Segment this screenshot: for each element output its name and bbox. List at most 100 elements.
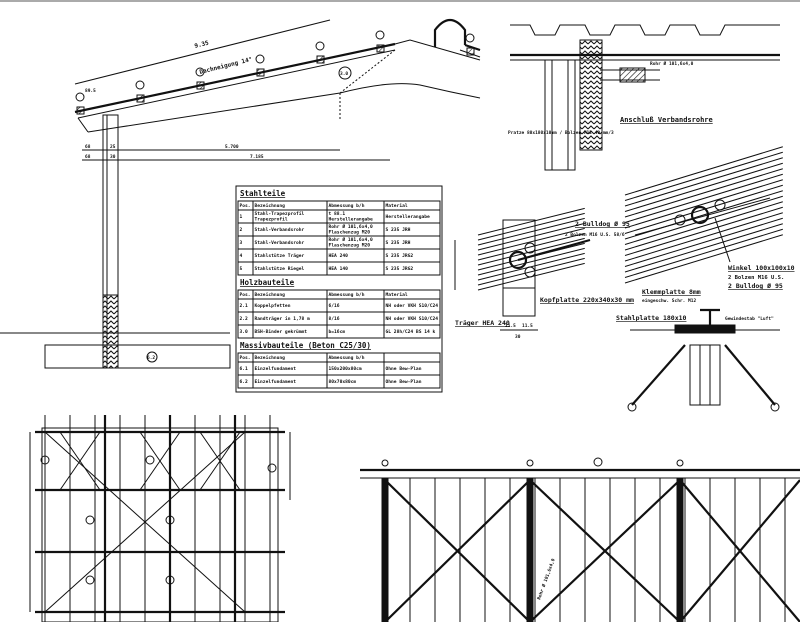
sheeting-line	[624, 201, 783, 251]
dim-b: 7.185	[250, 154, 264, 160]
table-cell: S 235 JRG2	[386, 253, 414, 259]
brace-left	[631, 344, 686, 406]
table-cell: 8/16	[329, 316, 340, 322]
table-cell: HEA 240	[329, 253, 349, 259]
sheeting-line	[624, 179, 783, 229]
plan-outline	[41, 427, 279, 622]
roof-line	[74, 42, 396, 114]
bolts-label-2: 2 Bolzen M16 U.S.	[728, 275, 784, 281]
dim-c2: 25	[110, 144, 116, 150]
bracing-rod	[384, 479, 531, 622]
pos-marker	[85, 515, 95, 525]
table-cell: Stahlstütze Riegel	[255, 266, 305, 272]
purlin-marker	[256, 68, 265, 77]
pos-marker	[165, 515, 175, 525]
main-post	[381, 477, 389, 622]
sheeting-line	[477, 257, 585, 286]
table-cell-line: Rohr Ø 101,6x4,0	[329, 223, 373, 230]
table-cell: Stahl-Verbandsrohr	[255, 227, 305, 233]
pos-foundation: 6.2	[147, 355, 155, 361]
pos-marker	[465, 33, 475, 43]
bulldog-label-1: 2 Bulldog Ø 95	[575, 220, 630, 228]
table-cell: S 235 JRH	[386, 240, 411, 246]
table-cell: Abmessung b/h	[329, 292, 365, 298]
sheeting-line	[477, 217, 585, 246]
table-cell: 4	[240, 253, 243, 259]
purlin-marker	[466, 47, 475, 56]
bolts-label-1: 2 Bolzen M16 U.S. 58/6	[565, 232, 625, 238]
table-section-title: Holzbauteile	[240, 278, 295, 287]
purlin-marker	[76, 106, 85, 115]
foundation	[44, 344, 231, 369]
sheeting-line	[477, 237, 585, 266]
table-cell: 150x200x80cm	[329, 366, 362, 372]
table-cell: Einzelfundament	[255, 366, 297, 372]
sheeting-line	[624, 184, 783, 234]
clamp-plate-label: Klemmplatte 8mm	[642, 288, 701, 296]
sheeting-line	[624, 173, 783, 223]
table-cell: Pos.	[240, 355, 251, 361]
table-cell: 1	[240, 214, 243, 220]
table-cell-line: t 88.1	[329, 211, 346, 217]
table-cell: NH oder VKH S10/C24	[386, 303, 439, 309]
head-plate-detail: 2 Bulldog Ø 95 2 Bolzen M16 U.S. 58/6 Ko…	[454, 207, 634, 340]
table-cell: GL 28h/C24 BS 14 k	[386, 329, 436, 335]
sheeting-line	[624, 157, 783, 207]
plan-diagonal	[199, 431, 241, 491]
sheeting-line	[624, 223, 783, 273]
table-cell: S 235 JRG2	[386, 266, 414, 272]
table-cell: Herstellerangabe	[386, 214, 430, 220]
pos-marker	[255, 54, 265, 64]
table-cell: 2	[240, 227, 243, 233]
sheeting-line	[477, 222, 585, 251]
table-row	[237, 324, 441, 339]
pos-marker	[375, 30, 385, 40]
table-cell-line: Stahl-Trapezprofil	[255, 211, 305, 217]
table-cell: Material	[386, 203, 408, 209]
sheeting-line	[477, 227, 585, 256]
timber-section	[579, 39, 603, 151]
sheeting-line	[624, 195, 783, 245]
table-cell-line: Flaschenzug M20	[329, 243, 371, 249]
main-post	[676, 477, 684, 622]
bulldog-label-2: 2 Bulldog Ø 95	[728, 282, 783, 290]
angle-label: Winkel 100x100x10	[728, 264, 795, 272]
pos-marker	[195, 67, 205, 77]
table-row	[237, 261, 441, 276]
table-cell: NH oder VKH S10/C24	[386, 316, 439, 322]
sheeting-line	[624, 234, 783, 284]
pos-marker	[165, 575, 175, 585]
table-cell: 80x70x80cm	[329, 379, 357, 385]
purlin-marker	[196, 81, 205, 90]
table-cell: 3	[240, 240, 243, 246]
pos-marker-beam	[338, 66, 352, 80]
pos-marker	[145, 455, 155, 465]
sheeting-line	[624, 206, 783, 256]
table-cell: Einzelfundament	[255, 379, 297, 385]
dim-rafter: 9.35	[194, 40, 210, 50]
sheeting-line	[624, 212, 783, 262]
beam-top	[394, 39, 481, 61]
dim-d1: 68	[85, 154, 91, 160]
table-cell: Bezeichnung	[255, 355, 286, 361]
connection-title: Anschluß Verbandsrohre	[620, 116, 713, 124]
table-cell: 2.2	[240, 316, 249, 322]
table-border	[235, 185, 443, 393]
pos-marker	[85, 575, 95, 585]
glulam-beam-bottom	[87, 83, 481, 133]
elevation-view: 9.35 Dachneigung 14° 89.5 68 25 68 30 5.…	[0, 18, 481, 369]
table-cell: 6/16	[329, 303, 340, 309]
dim-overhang: 89.5	[85, 88, 96, 94]
sheeting-line	[477, 247, 585, 276]
angle-connection-detail: Winkel 100x100x10 2 Bolzen M16 U.S. 2 Bu…	[616, 146, 795, 412]
sheeting-line	[624, 228, 783, 278]
table-cell: Koppelpfetten	[255, 303, 291, 309]
sheeting-line	[624, 146, 783, 196]
pos-marker	[75, 92, 85, 102]
dim-half1: 11.5	[505, 323, 516, 329]
